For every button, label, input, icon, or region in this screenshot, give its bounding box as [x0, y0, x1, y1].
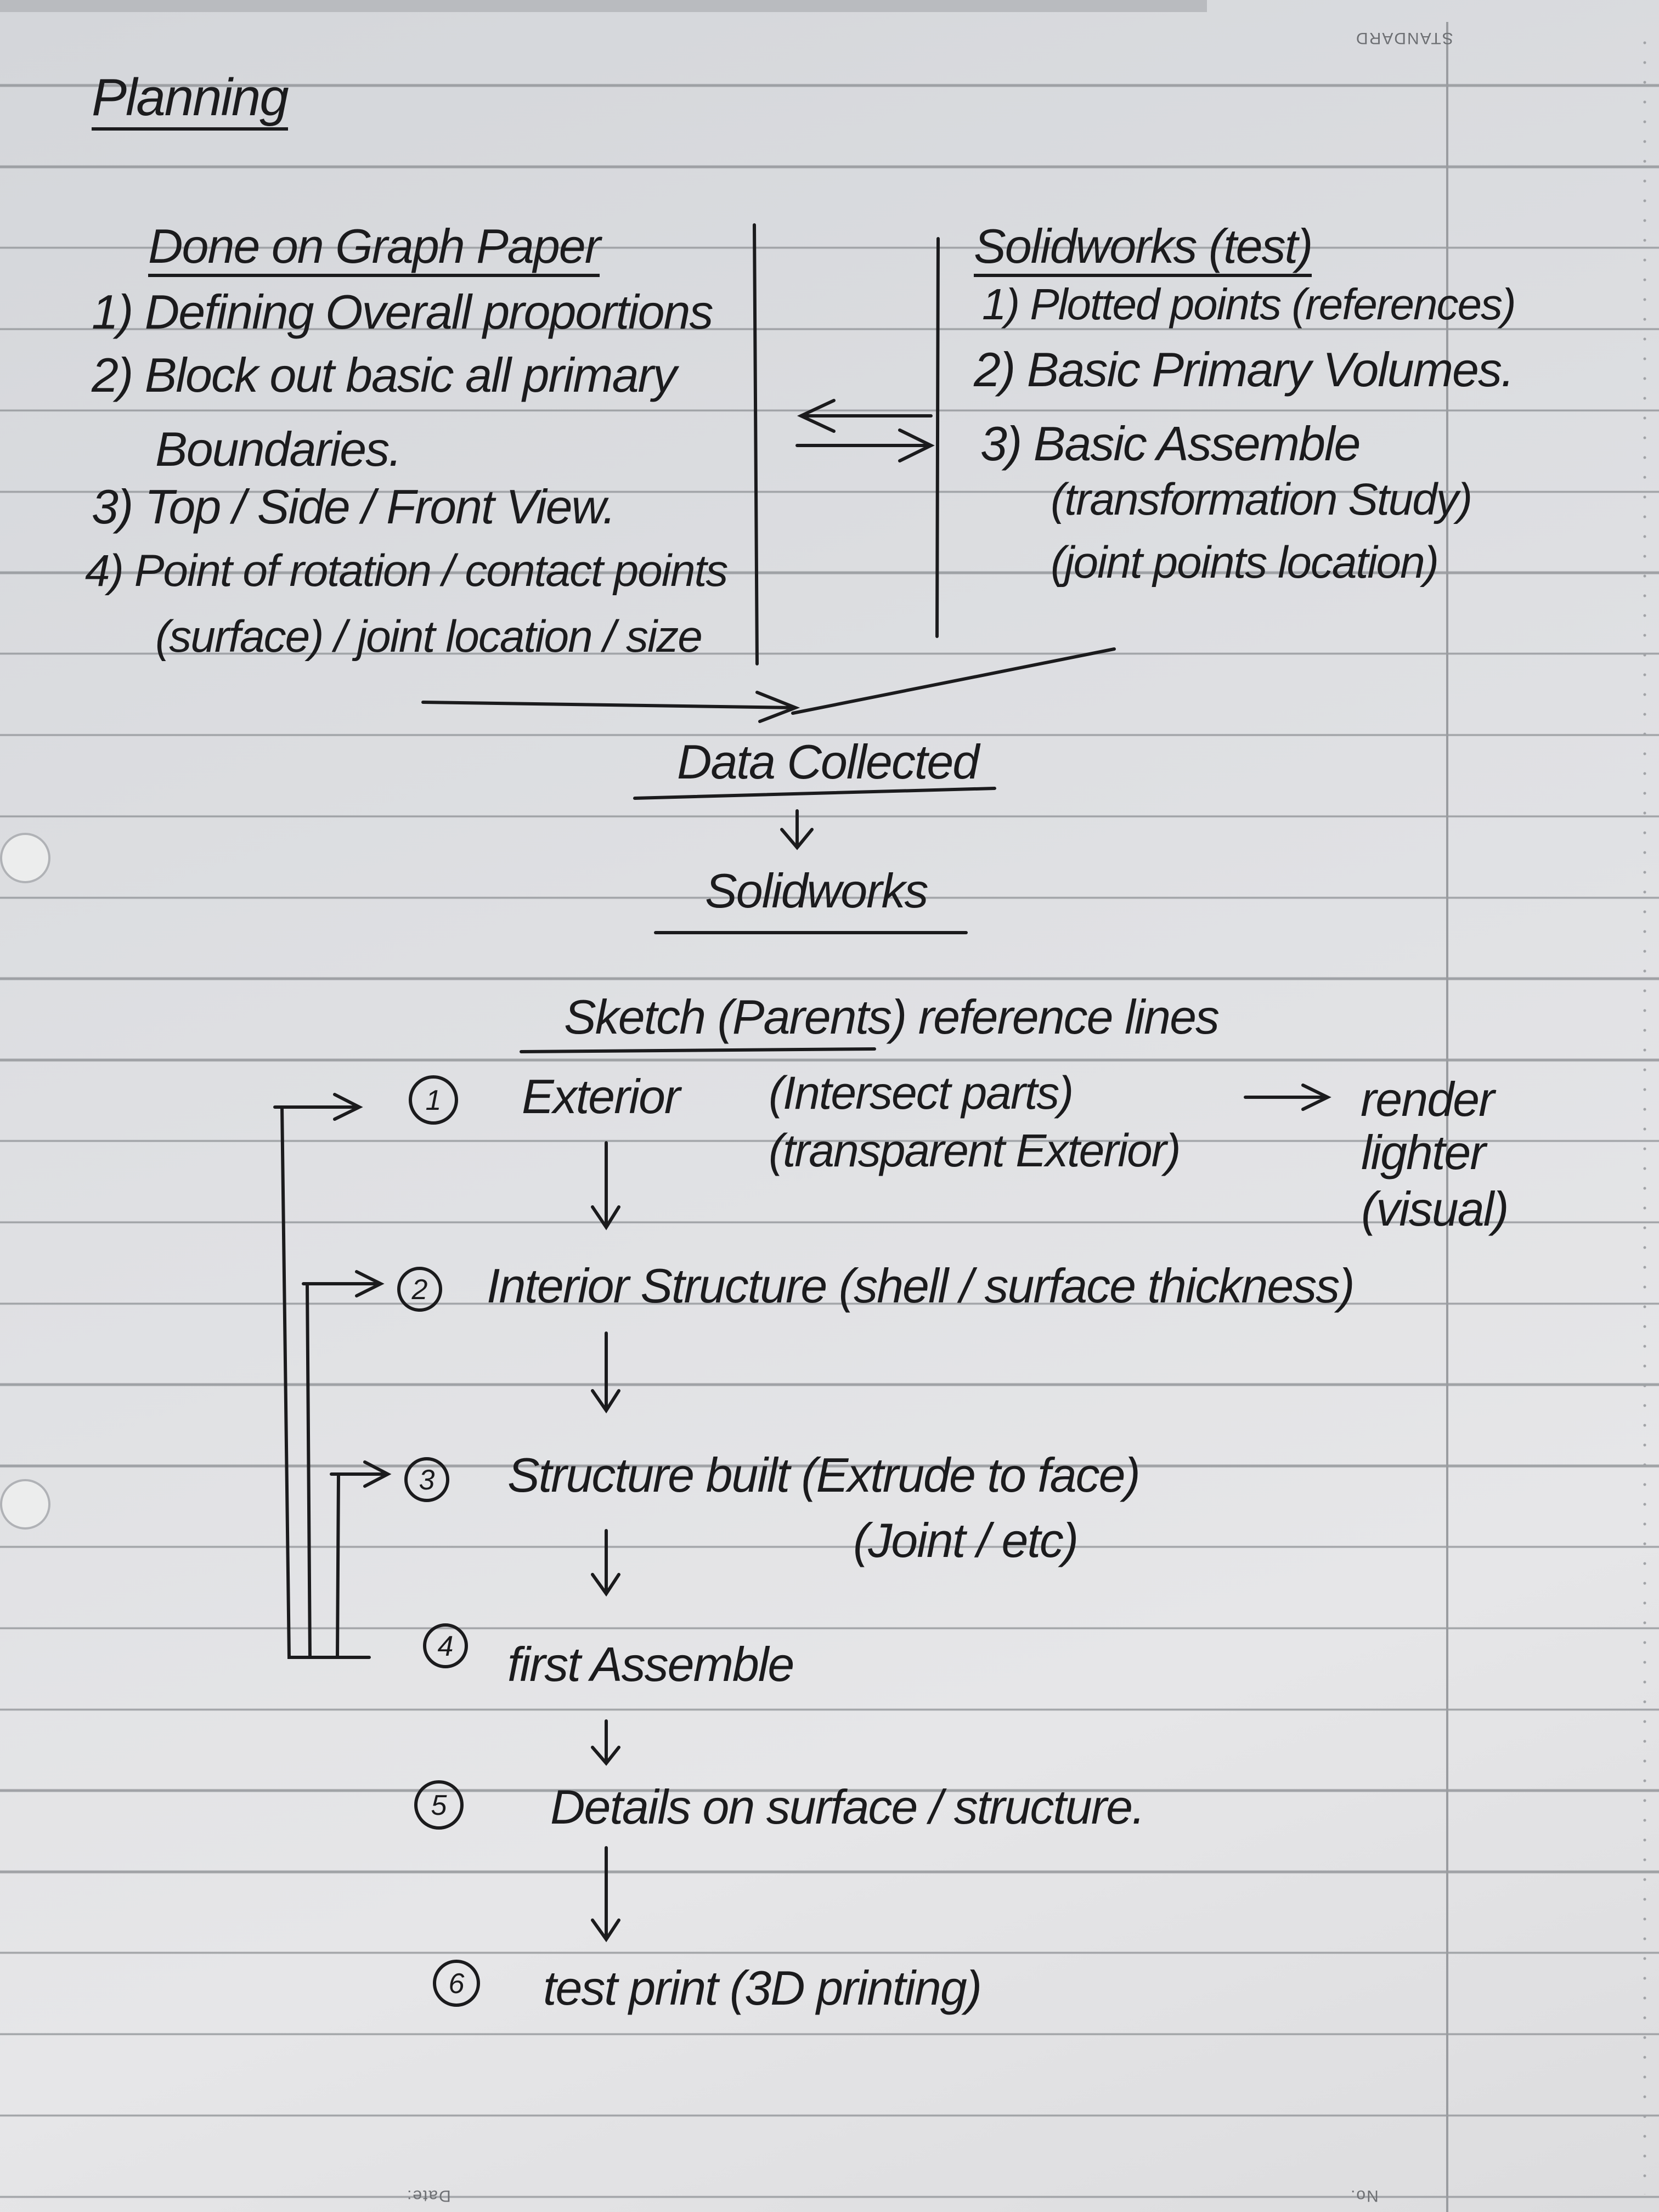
- step-number: 6: [449, 1968, 465, 2000]
- left-heading: Done on Graph Paper: [148, 222, 601, 277]
- step-label: Structure built (Extrude to face): [507, 1448, 1141, 1502]
- arrow-down-icon: [591, 1846, 620, 1943]
- step-label: first Assemble: [507, 1637, 794, 1691]
- right-item: 3) Basic Assemble: [980, 416, 1361, 471]
- right-item: 2) Basic Primary Volumes.: [974, 342, 1514, 397]
- column-divider: [935, 237, 940, 638]
- arrow-down-icon: [591, 1529, 620, 1597]
- step-note: (Joint / etc): [853, 1513, 1079, 1567]
- left-item: 2) Block out basic all primary: [92, 348, 677, 402]
- page-title: Planning: [92, 71, 289, 131]
- punch-hole: [0, 833, 50, 883]
- left-item: 3) Top / Side / Front View.: [92, 479, 616, 534]
- step-label: Interior Structure (shell / surface thic…: [487, 1259, 1355, 1313]
- data-collected: Data Collected: [677, 735, 979, 789]
- margin-line: [1446, 22, 1448, 2212]
- punch-hole: [0, 1479, 50, 1530]
- side-note: (visual): [1361, 1182, 1509, 1236]
- step-number: 5: [431, 1790, 448, 1821]
- step-number: 2: [411, 1274, 428, 1306]
- step-number: 4: [438, 1630, 454, 1662]
- step-note: (transparent Exterior): [769, 1125, 1181, 1176]
- step-number: 1: [426, 1085, 442, 1116]
- step-note: (Intersect parts): [769, 1067, 1074, 1119]
- arrow-down-icon: [780, 809, 814, 850]
- workflow-heading: Sketch (Parents) reference lines: [564, 990, 1220, 1044]
- right-heading: Solidworks (test): [974, 222, 1313, 277]
- feedback-loop-arrows: [273, 1093, 392, 1659]
- right-item: (transformation Study): [1051, 475, 1472, 524]
- arrow-down-icon: [591, 1719, 620, 1766]
- arrow-down-icon: [591, 1141, 620, 1231]
- converge-arrows-icon: [421, 647, 1116, 723]
- arrow-down-icon: [591, 1331, 620, 1414]
- exchange-arrows-icon: [795, 399, 935, 462]
- underline: [520, 1047, 876, 1053]
- step-label: Details on surface / structure.: [550, 1780, 1145, 1834]
- step-label: test print (3D printing): [543, 1961, 982, 2015]
- arrow-right-icon: [1244, 1084, 1331, 1111]
- paper-edge: [0, 0, 1207, 12]
- right-item: 1) Plotted points (references): [982, 280, 1516, 329]
- step-number-circles: [397, 1075, 480, 2007]
- step-label: Exterior: [522, 1069, 680, 1124]
- left-item: (surface) / joint location / size: [155, 612, 703, 662]
- flow-arrows: [591, 1141, 620, 1943]
- underline: [633, 787, 996, 800]
- right-item: (joint points location): [1051, 538, 1439, 588]
- left-item: Boundaries.: [155, 422, 402, 476]
- dot-strip: [1640, 33, 1649, 2194]
- solidworks-label: Solidworks: [705, 864, 928, 918]
- left-item: 1) Defining Overall proportions: [92, 285, 713, 339]
- left-item: 4) Point of rotation / contact points: [85, 546, 728, 596]
- side-note: render: [1361, 1072, 1494, 1126]
- column-divider: [753, 223, 759, 665]
- side-note: lighter: [1361, 1125, 1486, 1180]
- step-number: 3: [419, 1464, 435, 1496]
